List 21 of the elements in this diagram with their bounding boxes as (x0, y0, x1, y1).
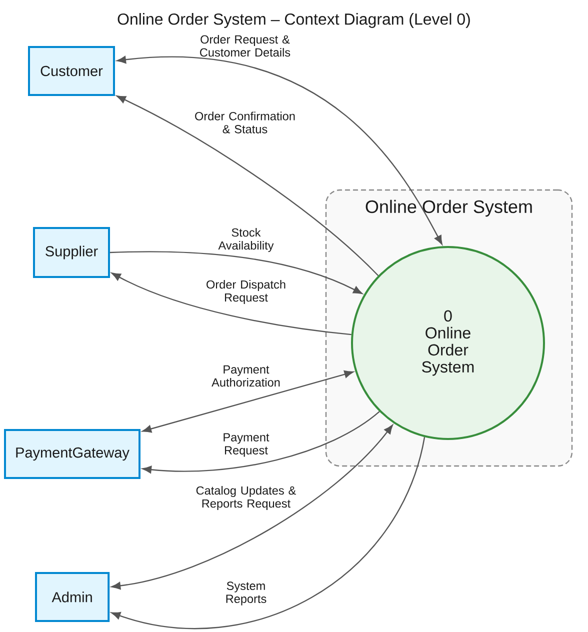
entity-box: Admin (35, 572, 110, 622)
diagram-title: Online Order System – Context Diagram (Level 0) (118, 13, 470, 28)
flow-arrow (142, 370, 354, 433)
entity-box: PaymentGateway (4, 429, 140, 479)
flow-arrow (116, 56, 442, 245)
edge-label: Order Request & Customer Details (200, 34, 290, 57)
edge-label: Payment Authorization (212, 365, 280, 387)
flow-arrow (111, 436, 426, 629)
edge-label: Order Dispatch Request (206, 280, 286, 304)
flow-arrow (142, 411, 380, 474)
flow-arrow (112, 272, 352, 336)
entity-box: Customer (28, 46, 115, 96)
edge-label: Catalog Updates & Reports Request (196, 486, 296, 510)
edge-label: System Reports (226, 582, 266, 606)
flow-arrow (110, 251, 362, 294)
flow-arrow (116, 96, 379, 276)
edge-label: Payment Request (224, 433, 270, 457)
edge-label: Stock Availability (218, 228, 274, 252)
flow-arrow (111, 424, 393, 590)
entity-box: Supplier (33, 227, 110, 278)
edge-label: Order Confirmation & Status (195, 112, 295, 134)
